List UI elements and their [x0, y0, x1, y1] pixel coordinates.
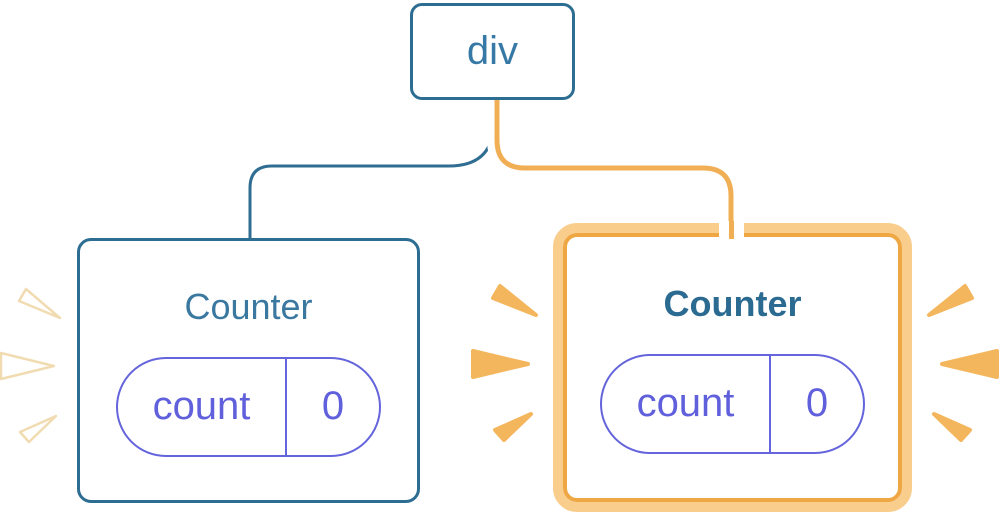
- burst-orange-top-icon: [927, 284, 974, 317]
- tree-node-div: div: [410, 3, 575, 100]
- burst-white-middle-icon: [0, 351, 56, 381]
- connector-entry-stub: [719, 221, 744, 239]
- counter-title: Counter: [663, 282, 802, 324]
- burst-group-right-counter-right: [927, 284, 999, 442]
- burst-orange-middle-icon: [940, 349, 999, 379]
- connector-div-to-right-counter: [494, 97, 734, 226]
- state-key: count: [602, 355, 771, 452]
- connector-div-to-right-counter-casing: [487, 97, 741, 226]
- counter-card-right-inner: Counter count 0: [563, 233, 902, 502]
- burst-orange-middle-icon: [471, 349, 530, 379]
- state-key: count: [118, 358, 287, 455]
- counter-card-right-highlighted: Counter count 0: [553, 223, 912, 512]
- burst-white-bottom-icon: [18, 414, 58, 444]
- burst-white-top-icon: [17, 287, 62, 320]
- burst-group-right-counter-left: [471, 284, 538, 442]
- burst-orange-bottom-icon: [932, 412, 972, 442]
- burst-orange-bottom-icon: [493, 412, 533, 442]
- state-pill: count 0: [600, 353, 865, 454]
- state-pill: count 0: [116, 356, 381, 457]
- tree-node-div-label: div: [466, 29, 519, 73]
- connector-entry-stripe: [729, 221, 734, 239]
- counter-card-left: Counter count 0: [77, 238, 420, 503]
- connector-div-to-left-counter: [248, 102, 496, 240]
- state-value: 0: [321, 384, 345, 428]
- burst-orange-top-icon: [491, 284, 538, 317]
- state-value: 0: [805, 381, 829, 425]
- counter-title: Counter: [184, 285, 313, 327]
- burst-group-left-white: [0, 287, 62, 444]
